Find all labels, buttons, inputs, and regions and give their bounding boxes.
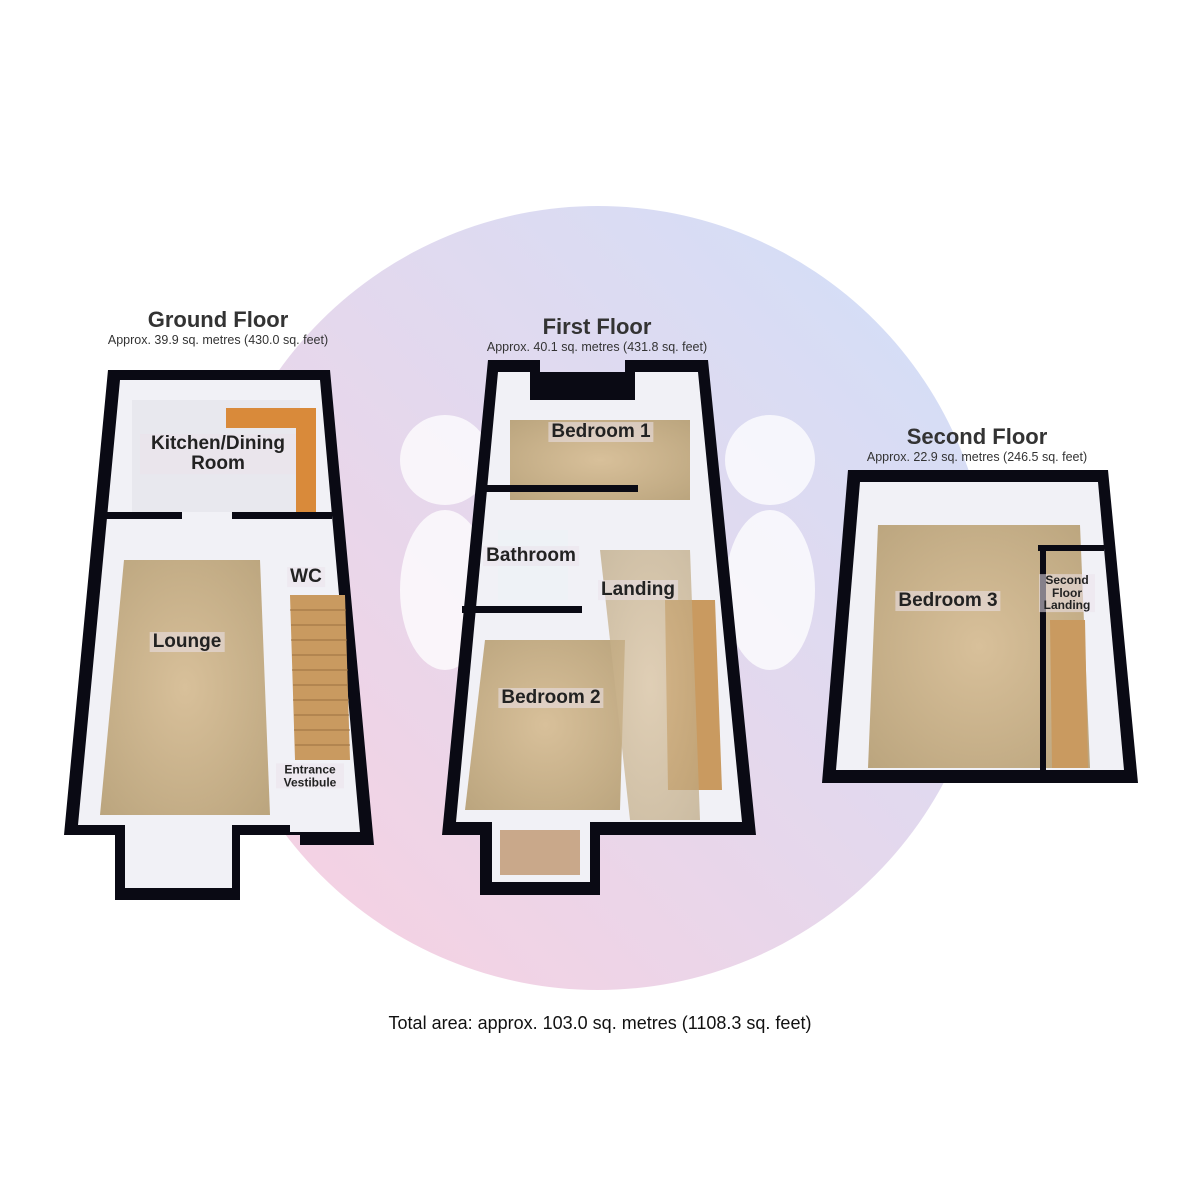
floor-name: Ground Floor	[147, 307, 289, 332]
room-label-lounge: Lounge	[149, 632, 225, 652]
floor-area: Approx. 40.1 sq. metres (431.8 sq. feet)	[486, 340, 708, 354]
ground-floor-heading: Ground Floor Approx. 39.9 sq. metres (43…	[108, 307, 328, 347]
floor-name: First Floor	[542, 314, 652, 339]
room-label-bathroom: Bathroom	[483, 546, 579, 566]
room-label-kitchen-dining: Kitchen/Dining Room	[140, 434, 296, 474]
room-label-bedroom-1: Bedroom 1	[548, 422, 654, 442]
second-floor-heading: Second Floor Approx. 22.9 sq. metres (24…	[867, 424, 1087, 464]
room-label-bedroom-3: Bedroom 3	[895, 591, 1001, 611]
room-label-second-floor-landing: Second Floor Landing	[1039, 574, 1095, 612]
total-area: Total area: approx. 103.0 sq. metres (11…	[388, 1013, 812, 1033]
room-label-landing: Landing	[598, 580, 678, 600]
room-label-wc: WC	[287, 567, 325, 587]
floor-area: Approx. 22.9 sq. metres (246.5 sq. feet)	[866, 450, 1088, 464]
room-label-entrance-vestibule: Entrance Vestibule	[276, 763, 344, 789]
second-floor-plan	[822, 470, 1138, 783]
floor-area: Approx. 39.9 sq. metres (430.0 sq. feet)	[107, 333, 329, 347]
room-label-bedroom-2: Bedroom 2	[498, 688, 604, 708]
floor-name: Second Floor	[906, 424, 1048, 449]
first-floor-plan	[442, 360, 756, 895]
watermark-logo	[400, 415, 815, 670]
first-floor-heading: First Floor Approx. 40.1 sq. metres (431…	[487, 314, 707, 354]
